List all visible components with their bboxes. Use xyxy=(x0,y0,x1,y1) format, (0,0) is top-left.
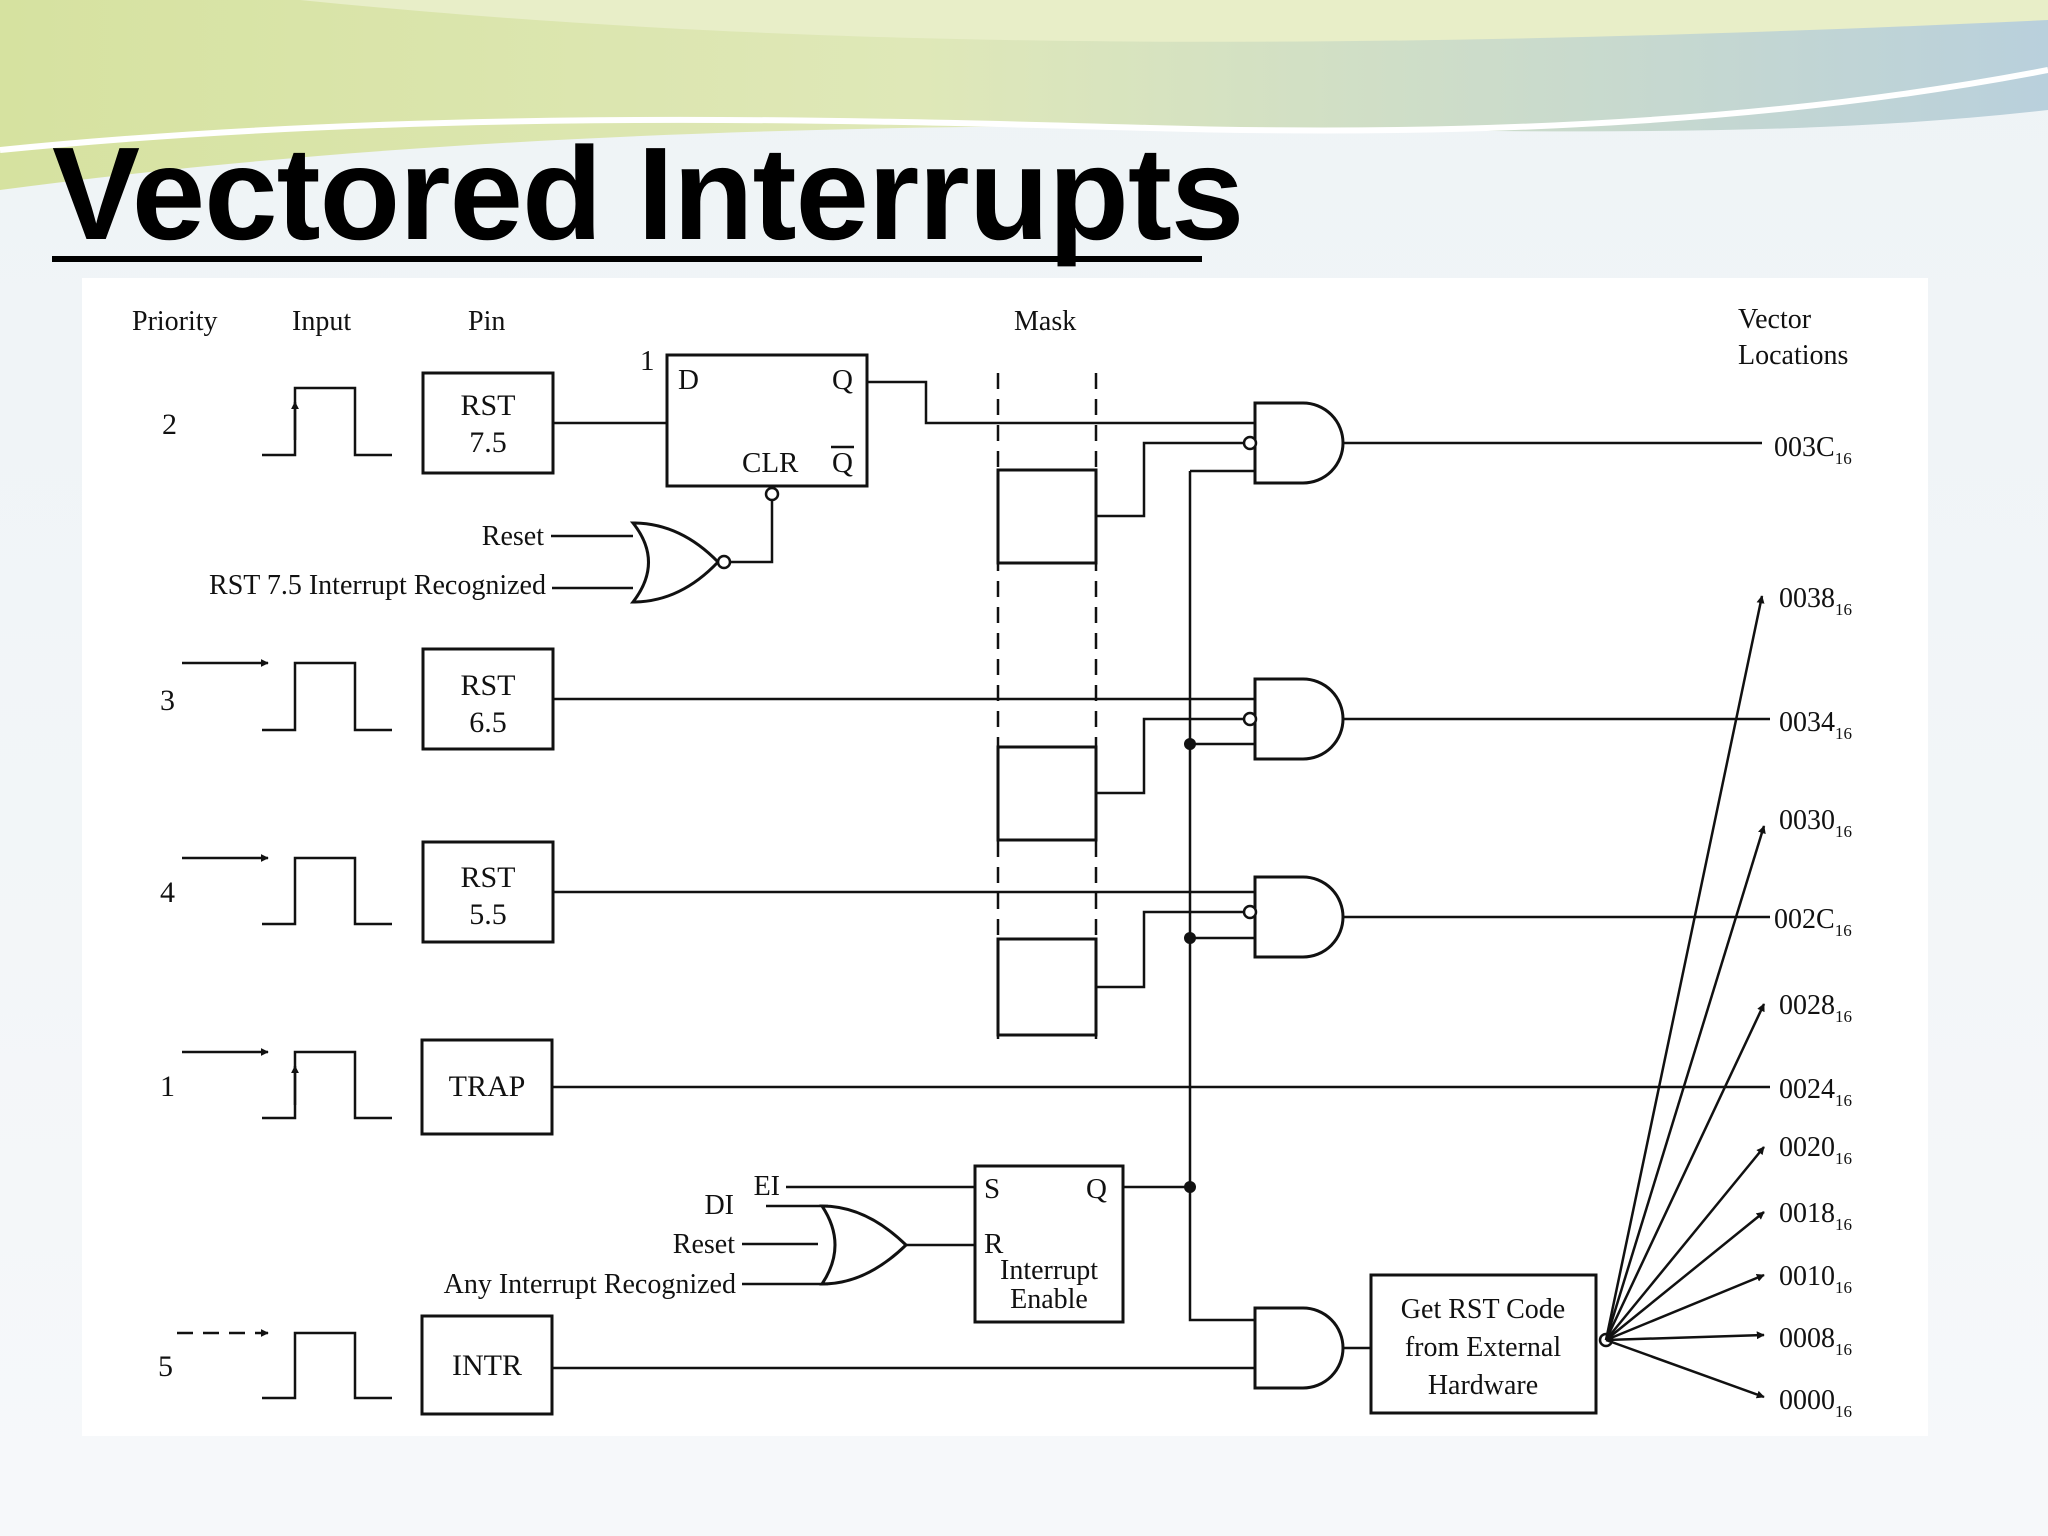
vector-0000: 000016 xyxy=(1779,1385,1852,1421)
enable-input-ei: EI xyxy=(754,1171,780,1202)
rst-code-line3: Hardware xyxy=(1428,1370,1538,1401)
ie-s: S xyxy=(984,1173,1000,1205)
header-input: Input xyxy=(292,306,351,337)
and-gate-rst75 xyxy=(1253,401,1345,485)
junction xyxy=(1184,1181,1196,1193)
flipflop-q: Q xyxy=(832,364,853,396)
rst-code-line1: Get RST Code xyxy=(1401,1294,1565,1325)
waveform-rst65 xyxy=(182,659,392,732)
vector-0028: 002816 xyxy=(1779,990,1852,1026)
header-locations: Locations xyxy=(1738,340,1848,371)
interrupt-enable-flipflop xyxy=(973,1164,1125,1324)
pin-rst75-line1: RST xyxy=(460,389,515,422)
pin-rst75-line2: 7.5 xyxy=(469,426,507,459)
ie-name-line2: Enable xyxy=(1010,1284,1088,1315)
slide-title: Vectored Interrupts xyxy=(52,120,1244,267)
vector-0010: 001016 xyxy=(1779,1261,1852,1297)
header-vector: Vector xyxy=(1738,304,1812,335)
pin-rst65-line2: 6.5 xyxy=(469,706,507,739)
vector-0034: 003416 xyxy=(1779,707,1852,743)
waveform-trap xyxy=(182,1048,392,1120)
pin-rst55-line2: 5.5 xyxy=(469,898,507,931)
and-gate-intr xyxy=(1253,1306,1345,1390)
and-bubble-rst75 xyxy=(1242,435,1258,451)
priority-rst75: 2 xyxy=(162,408,177,441)
header-wave xyxy=(0,0,2048,190)
junction xyxy=(1184,738,1196,750)
pin-trap-label: TRAP xyxy=(449,1070,526,1103)
priority-trap: 1 xyxy=(160,1070,175,1103)
waveform-rst75 xyxy=(262,386,392,457)
mask-bit-rst75 xyxy=(996,468,1098,565)
rst-code-line2: from External xyxy=(1405,1332,1561,1363)
nor-gate xyxy=(629,521,721,604)
and-bubble-rst65 xyxy=(1242,711,1258,727)
wires xyxy=(551,380,1770,1370)
vector-003C: 003C16 xyxy=(1774,432,1852,468)
priority-rst65: 3 xyxy=(160,684,175,717)
priority-rst55: 4 xyxy=(160,876,175,909)
header-mask: Mask xyxy=(1014,306,1076,337)
vector-0008: 000816 xyxy=(1779,1323,1852,1359)
nor-input-recognized: RST 7.5 Interrupt Recognized xyxy=(209,570,546,601)
enable-input-any: Any Interrupt Recognized xyxy=(444,1269,736,1300)
title-underline xyxy=(52,256,1202,262)
clr-bubble xyxy=(764,486,780,502)
waveform-rst55 xyxy=(182,854,392,926)
enable-input-reset: Reset xyxy=(673,1229,735,1260)
header-wave-highlight xyxy=(0,67,2048,153)
ie-q: Q xyxy=(1086,1173,1107,1205)
pin-intr xyxy=(420,1314,554,1416)
priority-intr: 5 xyxy=(158,1350,173,1383)
vector-0038: 003816 xyxy=(1779,583,1852,619)
pin-rst65-line1: RST xyxy=(460,669,515,702)
mask-bit-rst65 xyxy=(996,745,1098,842)
header-wave-top xyxy=(300,0,2048,42)
nor-input-reset: Reset xyxy=(482,521,544,552)
pin-intr-label: INTR xyxy=(452,1349,522,1382)
and-gate-rst55 xyxy=(1253,875,1345,959)
vector-002C: 002C16 xyxy=(1774,904,1852,940)
nor-bubble xyxy=(716,554,732,570)
d-flipflop xyxy=(665,353,869,488)
flipflop-d: D xyxy=(678,364,699,396)
and-bubble-rst55 xyxy=(1242,904,1258,920)
header-priority: Priority xyxy=(132,306,218,337)
vector-0018: 001816 xyxy=(1779,1198,1852,1234)
flipflop-one: 1 xyxy=(640,345,655,377)
waveform-intr xyxy=(177,1329,392,1400)
header-pin: Pin xyxy=(468,306,505,337)
rst-code-box xyxy=(1369,1273,1598,1415)
flipflop-clr: CLR xyxy=(742,447,799,479)
or-gate xyxy=(819,1204,909,1286)
pin-rst55-line1: RST xyxy=(460,861,515,894)
vector-0024: 002416 xyxy=(1779,1074,1852,1110)
enable-input-di: DI xyxy=(704,1190,734,1221)
flipflop-qbar: Q xyxy=(832,447,853,479)
vector-0030: 003016 xyxy=(1779,805,1852,841)
junction xyxy=(1184,932,1196,944)
vector-fanout-arrows xyxy=(1604,595,1766,1399)
mask-bit-rst55 xyxy=(996,937,1098,1037)
ie-name-line1: Interrupt xyxy=(1000,1255,1098,1286)
and-gate-rst65 xyxy=(1253,677,1345,761)
vector-0020: 002016 xyxy=(1779,1132,1852,1168)
ie-r: R xyxy=(984,1228,1004,1260)
